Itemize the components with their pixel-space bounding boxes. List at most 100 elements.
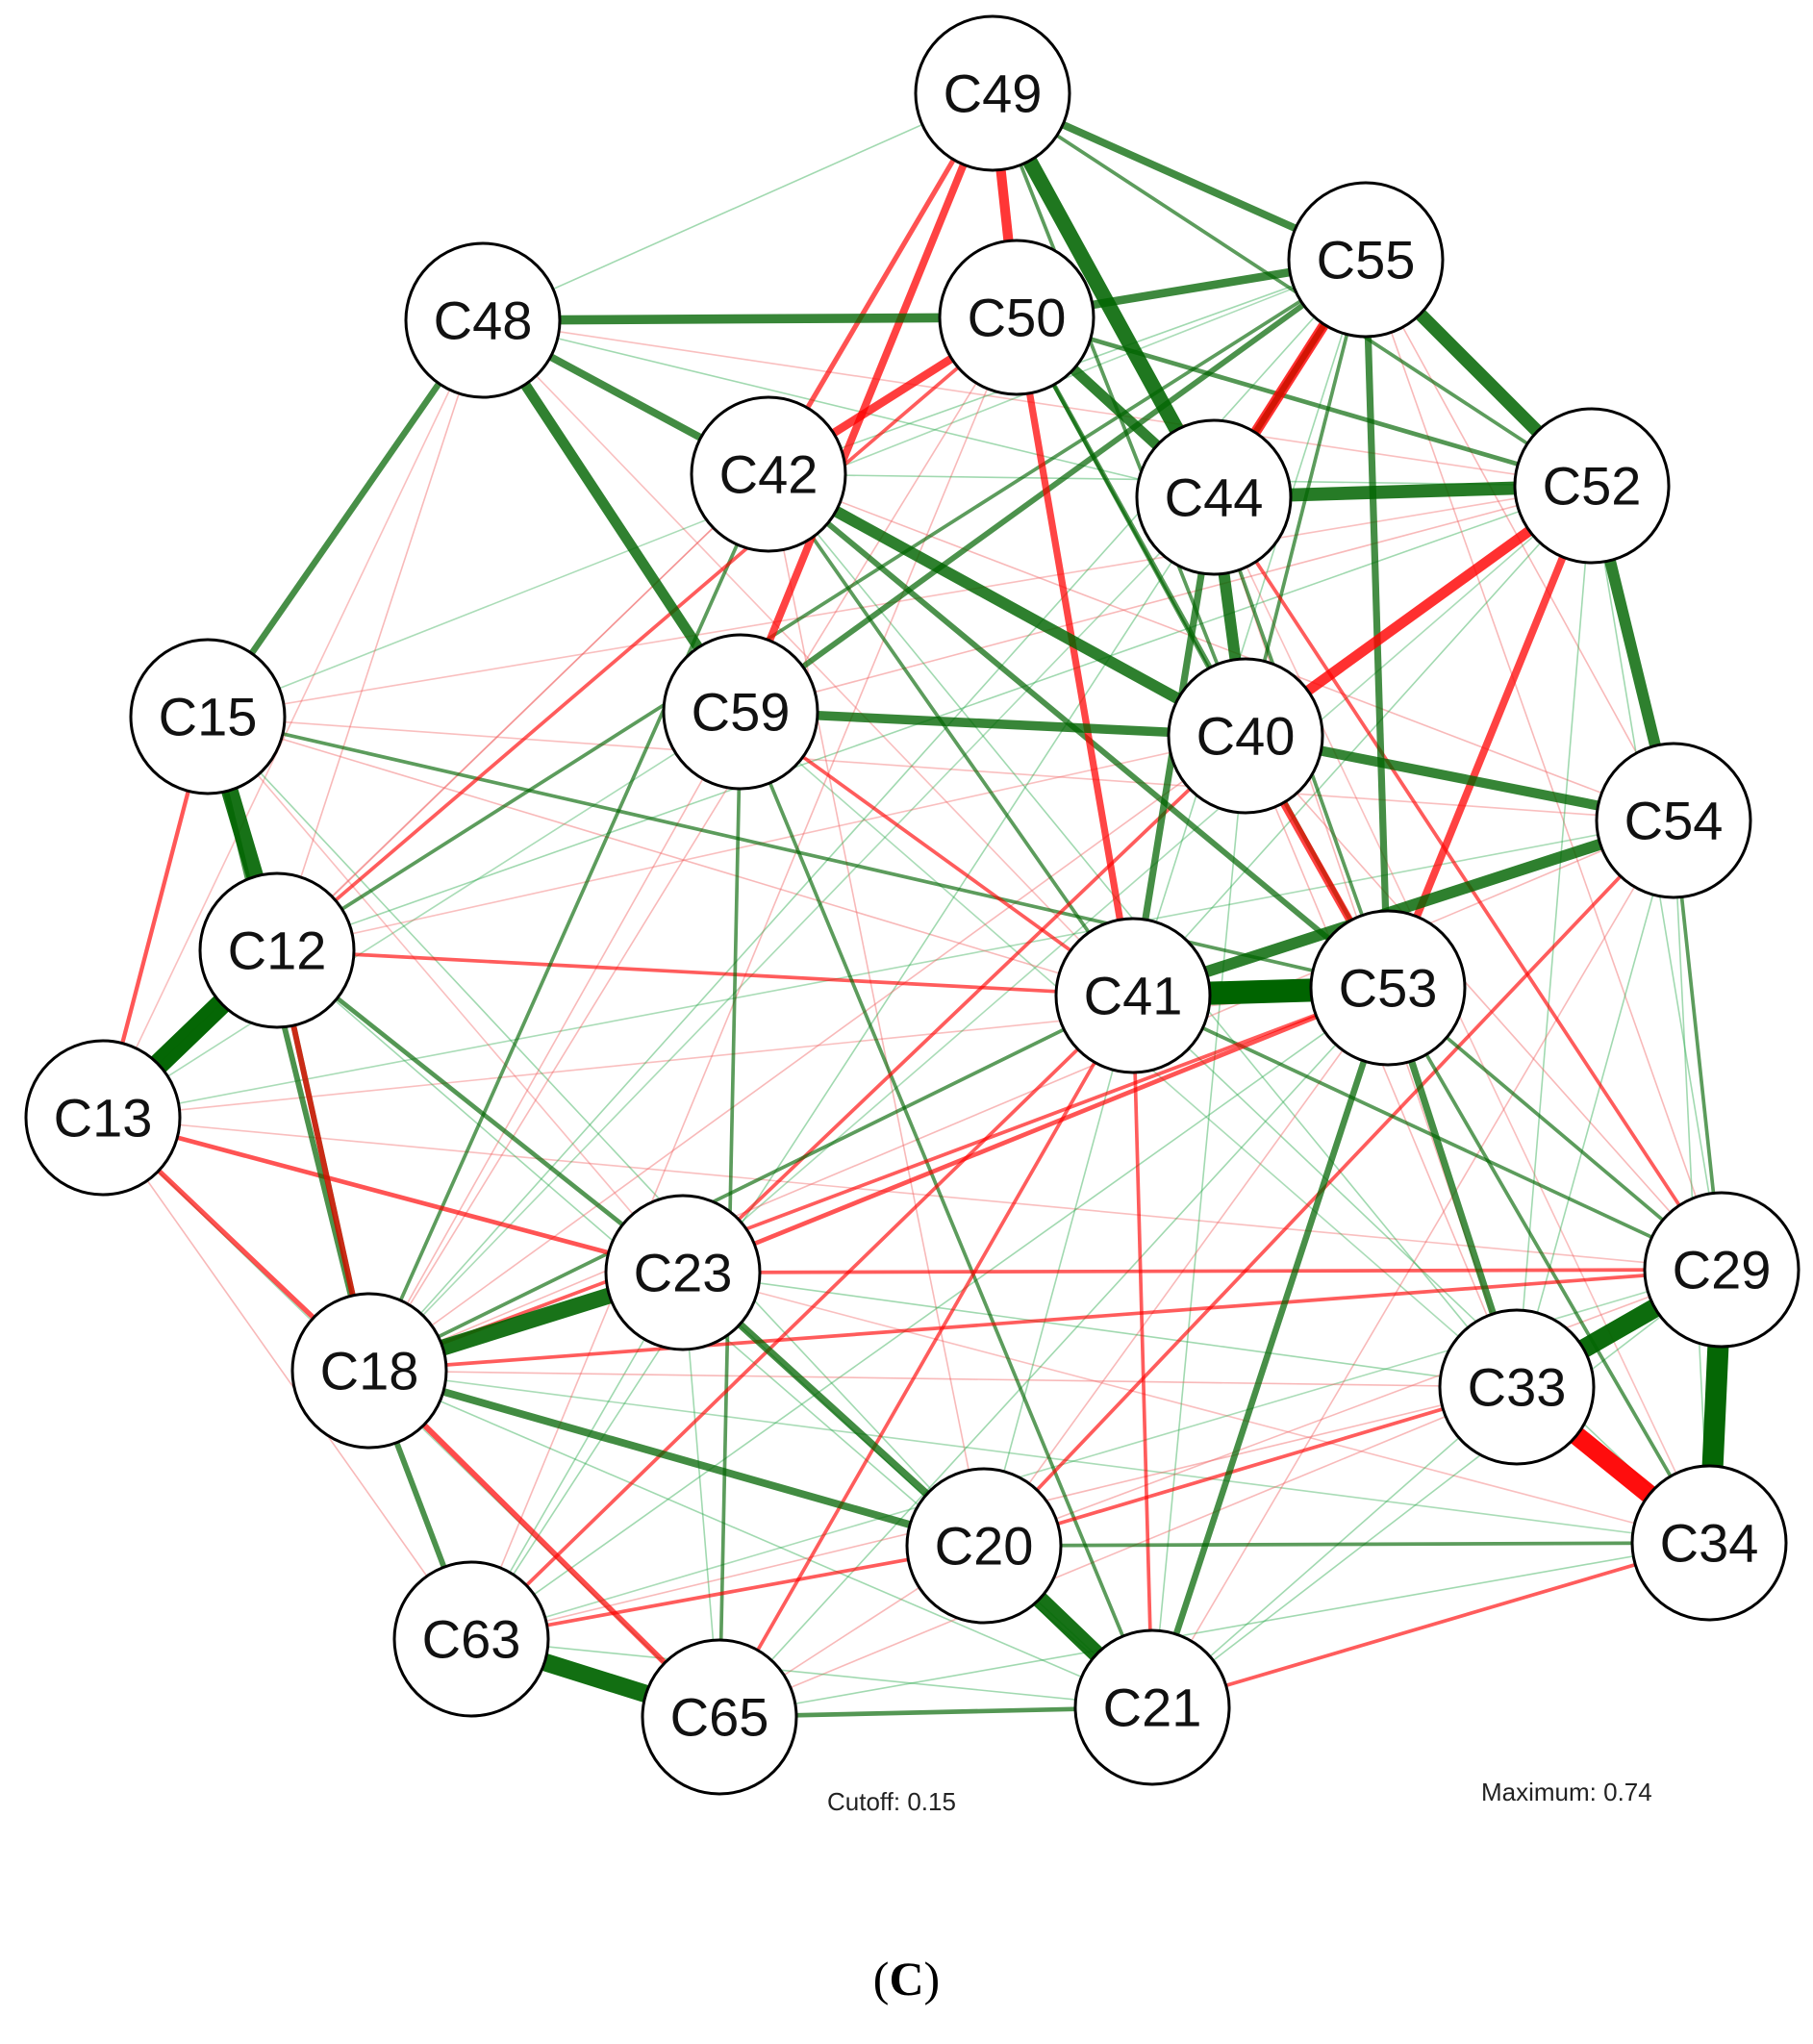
node-circle	[690, 395, 847, 553]
node-label: C49	[944, 63, 1043, 124]
edge-C52-C15	[207, 485, 1593, 718]
node-circle	[1073, 1628, 1231, 1786]
edge-C53-C63	[470, 987, 1389, 1640]
node-C12: C12	[198, 871, 356, 1029]
edge-C18-C29	[368, 1268, 1723, 1373]
edge-C15-C54	[207, 716, 1675, 821]
edge-C49-C52	[991, 91, 1594, 488]
node-C15: C15	[129, 638, 287, 795]
edge-C18-C21	[368, 1370, 1153, 1708]
node-C40: C40	[1167, 657, 1324, 815]
node-C65: C65	[641, 1638, 798, 1796]
edge-C59-C40	[740, 707, 1246, 741]
edge-C40-C18	[368, 735, 1246, 1372]
edge-C48-C12	[276, 319, 484, 951]
node-circle	[404, 241, 562, 399]
node-C53: C53	[1309, 909, 1467, 1067]
edge-C40-C23	[681, 734, 1247, 1274]
edge-C34-C21	[1151, 1541, 1710, 1709]
node-label: C63	[422, 1609, 521, 1670]
edge-C34-C65	[718, 1542, 1710, 1718]
node-label: C33	[1468, 1357, 1567, 1418]
node-label: C65	[670, 1687, 769, 1748]
node-label: C13	[54, 1088, 153, 1148]
edge-C54-C34	[1673, 820, 1710, 1544]
edge-C42-C20	[768, 473, 985, 1547]
edge-C53-C18	[368, 986, 1389, 1373]
edge-C54-C33	[1516, 820, 1675, 1388]
edge-C59-C55	[739, 257, 1368, 715]
edge-C29-C21	[1151, 1269, 1723, 1708]
edge-C23-C29	[682, 1268, 1723, 1274]
node-C20: C20	[905, 1467, 1063, 1625]
node-circle	[198, 871, 356, 1029]
edge-C48-C50	[482, 313, 1018, 325]
node-circle	[1513, 407, 1671, 565]
edge-C55-C41	[1132, 259, 1367, 997]
edge-C20-C63	[470, 1544, 985, 1641]
node-C33: C33	[1438, 1308, 1596, 1466]
node-C52: C52	[1513, 407, 1671, 565]
edge-C12-C41	[276, 948, 1134, 997]
node-label: C40	[1196, 706, 1296, 767]
edge-C53-C65	[718, 987, 1389, 1718]
edge-C63-C21	[470, 1638, 1153, 1708]
node-circle	[1438, 1308, 1596, 1466]
edge-C59-C52	[740, 485, 1593, 713]
edge-C48-C41	[482, 319, 1134, 997]
edge-C29-C20	[983, 1269, 1723, 1547]
node-C63: C63	[392, 1560, 550, 1718]
node-circle	[1167, 657, 1324, 815]
node-C41: C41	[1054, 917, 1212, 1074]
node-label: C55	[1317, 230, 1416, 290]
node-C50: C50	[938, 239, 1095, 396]
edge-C55-C29	[1365, 259, 1723, 1271]
node-circle	[1054, 917, 1212, 1074]
node-label: C50	[968, 288, 1067, 348]
node-label: C21	[1103, 1678, 1202, 1738]
node-C54: C54	[1595, 742, 1752, 899]
node-C34: C34	[1630, 1464, 1788, 1622]
edge-C48-C13	[102, 319, 484, 1119]
node-circle	[914, 14, 1071, 172]
node-circle	[1135, 418, 1293, 576]
node-label: C52	[1543, 456, 1642, 517]
node-C55: C55	[1287, 181, 1445, 339]
panel-close-paren: )	[923, 1952, 941, 2006]
node-label: C59	[692, 682, 791, 743]
edge-C49-C48	[482, 92, 994, 321]
node-label: C29	[1673, 1240, 1772, 1300]
edge-C18-C33	[368, 1370, 1518, 1388]
node-label: C20	[935, 1516, 1034, 1577]
edge-C23-C15	[207, 716, 684, 1274]
node-circle	[641, 1638, 798, 1796]
edge-C53-C34	[1386, 987, 1711, 1544]
edge-C42-C18	[367, 473, 770, 1372]
edge-C41-C54	[1131, 815, 1675, 1001]
node-label: C34	[1660, 1513, 1759, 1574]
node-circle	[1643, 1191, 1800, 1349]
node-circle	[1595, 742, 1752, 899]
panel-label: (C)	[0, 1951, 1813, 2006]
edge-C18-C34	[368, 1370, 1710, 1544]
node-circle	[129, 638, 287, 795]
edge-C42-C41	[767, 472, 1135, 997]
edge-C12-C42	[276, 473, 769, 951]
node-C48: C48	[404, 241, 562, 399]
edge-C13-C63	[102, 1117, 472, 1640]
edge-C15-C20	[207, 716, 985, 1547]
node-circle	[1287, 181, 1445, 339]
node-label: C41	[1084, 966, 1183, 1026]
node-label: C42	[719, 444, 818, 505]
node-label: C12	[228, 921, 327, 981]
node-C21: C21	[1073, 1628, 1231, 1786]
edge-C13-C54	[102, 820, 1675, 1119]
edge-C23-C34	[682, 1272, 1710, 1544]
edge-C54-C21	[1151, 820, 1675, 1708]
node-circle	[1309, 909, 1467, 1067]
edge-C55-C53	[1362, 259, 1392, 989]
edge-C13-C23	[102, 1115, 684, 1275]
edge-C41-C29	[1132, 994, 1723, 1272]
node-circle	[392, 1560, 550, 1718]
